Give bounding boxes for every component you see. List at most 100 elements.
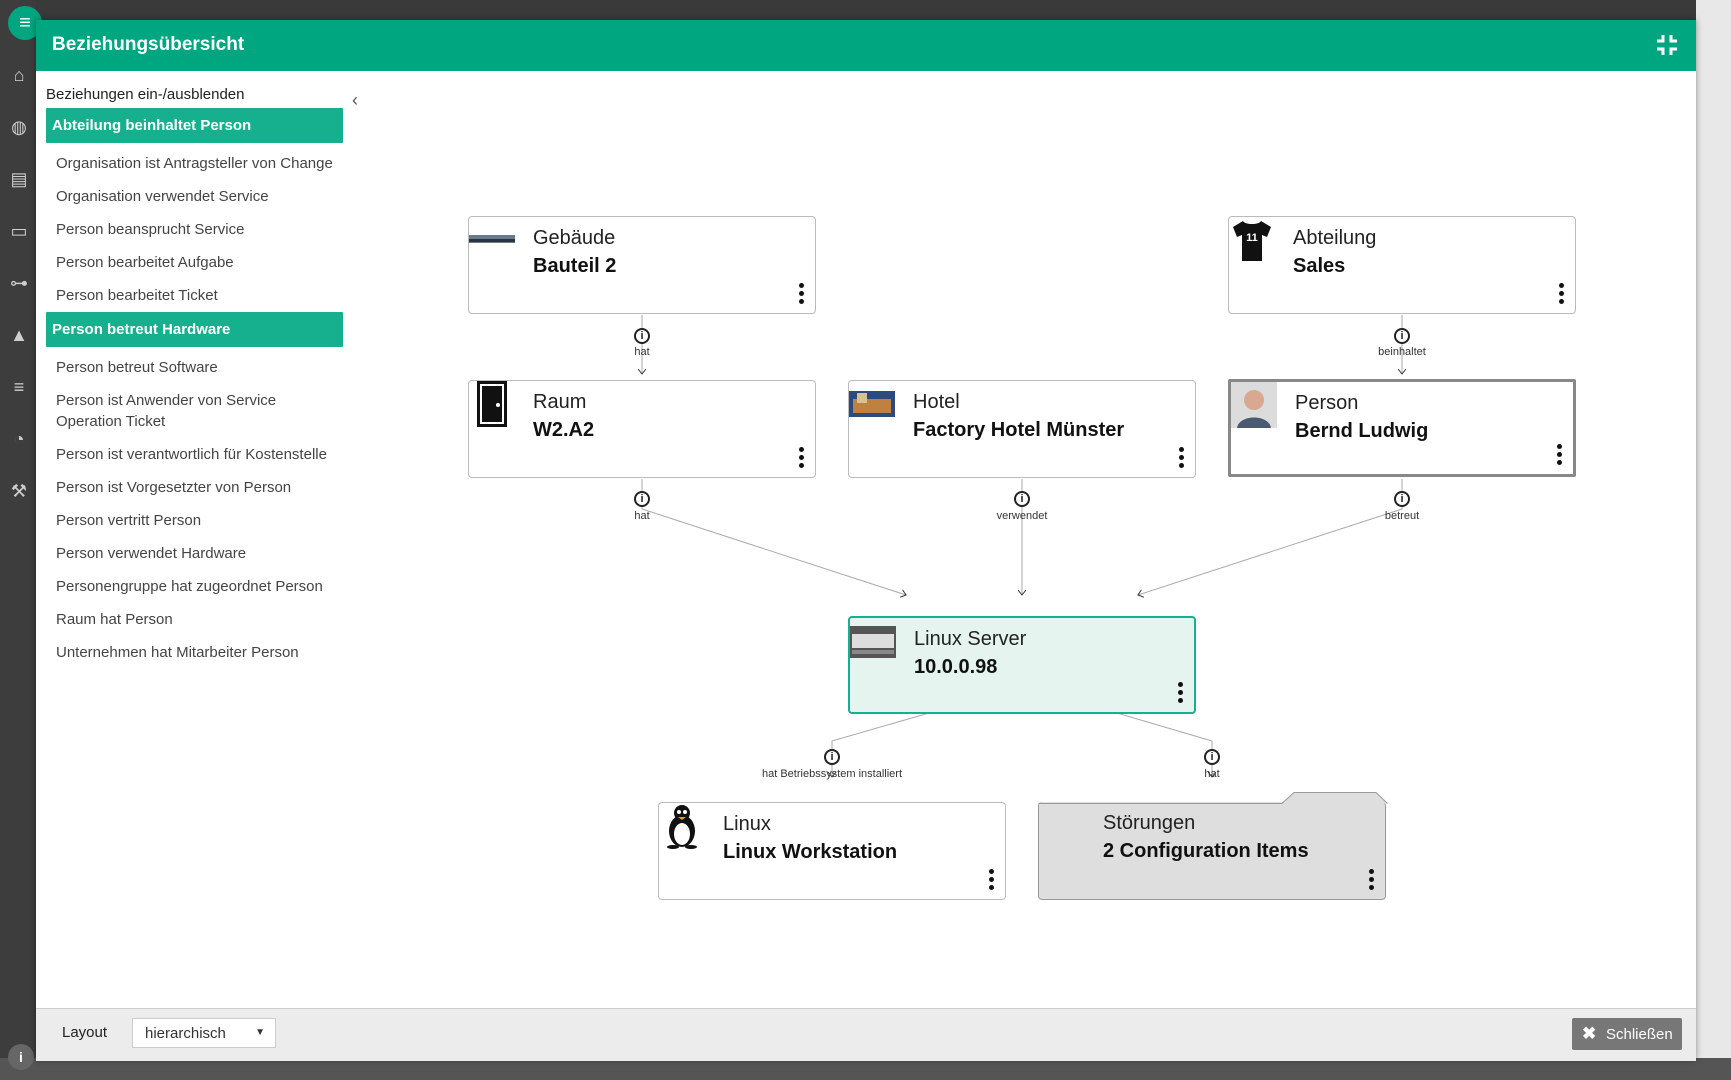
node-raum[interactable]: Raum W2.A2 bbox=[468, 380, 816, 478]
app-topbar bbox=[0, 0, 1731, 22]
relation-item[interactable]: Unternehmen hat Mitarbeiter Person bbox=[56, 644, 299, 661]
relation-item[interactable]: Person betreut Software bbox=[56, 359, 218, 376]
node-type: Raum bbox=[533, 391, 587, 413]
node-type: Hotel bbox=[913, 391, 960, 413]
layout-select[interactable]: hierarchisch ▼ bbox=[132, 1018, 276, 1048]
more-vertical-icon[interactable] bbox=[797, 281, 805, 307]
more-vertical-icon[interactable] bbox=[1176, 680, 1184, 706]
dialog-title: Beziehungsübersicht bbox=[52, 34, 245, 55]
relations-heading: Beziehungen ein-/ausblenden bbox=[46, 86, 245, 103]
app-background-right bbox=[1696, 0, 1731, 1080]
door-icon bbox=[477, 381, 507, 427]
relationship-graph: i hat i beinhaltet i hat i verwendet i b… bbox=[36, 71, 1696, 1006]
node-type: Störungen bbox=[1103, 812, 1196, 834]
node-type: Gebäude bbox=[533, 227, 616, 249]
info-icon[interactable]: i bbox=[8, 1044, 34, 1070]
layout-select-value: hierarchisch bbox=[145, 1025, 226, 1042]
info-icon[interactable]: i bbox=[1394, 328, 1410, 344]
edge-label: beinhaltet bbox=[1378, 346, 1426, 358]
node-name: Linux Workstation bbox=[723, 841, 898, 863]
node-name: 10.0.0.98 bbox=[914, 656, 998, 678]
edge-label: hat bbox=[634, 346, 650, 358]
app-sidebar: ⌂ ◍ ▤ ▭ ⊶ ▲ ≡ ◔ ⚒ bbox=[0, 0, 36, 1080]
relation-item[interactable]: Organisation verwendet Service bbox=[56, 188, 269, 205]
relation-item[interactable]: Organisation ist Antragsteller von Chang… bbox=[56, 155, 333, 172]
relation-item[interactable]: Person ist Anwender von Service Operatio… bbox=[56, 392, 277, 430]
info-icon[interactable]: i bbox=[1014, 491, 1030, 507]
node-linux[interactable]: Linux Linux Workstation bbox=[658, 802, 1006, 900]
relation-item[interactable]: Person beansprucht Service bbox=[56, 221, 245, 238]
home-icon[interactable]: ⌂ bbox=[13, 65, 25, 85]
relation-item[interactable]: Person bearbeitet Ticket bbox=[56, 287, 218, 304]
node-name: 2 Configuration Items bbox=[1103, 840, 1309, 862]
edge-label: hat Betriebssystem installiert bbox=[762, 768, 902, 780]
node-type: Linux bbox=[723, 813, 771, 835]
node-gebaeude[interactable]: Gebäude Bauteil 2 bbox=[468, 216, 816, 314]
node-person[interactable]: Person Bernd Ludwig bbox=[1228, 379, 1576, 477]
more-vertical-icon[interactable] bbox=[797, 445, 805, 471]
relation-item[interactable]: Person ist Vorgesetzter von Person bbox=[56, 479, 292, 496]
tshirt-icon: 11 bbox=[1233, 221, 1271, 261]
close-button[interactable]: ✖ Schließen bbox=[1572, 1018, 1682, 1050]
node-stoerungen-group[interactable]: Störungen 2 Configuration Items bbox=[1038, 792, 1388, 900]
more-vertical-icon[interactable] bbox=[1555, 442, 1563, 468]
relation-item[interactable]: Personengruppe hat zugeordnet Person bbox=[56, 578, 323, 595]
info-icon[interactable]: i bbox=[1394, 491, 1410, 507]
server-photo-icon bbox=[850, 626, 896, 658]
graduation-icon[interactable]: ▲ bbox=[10, 325, 28, 345]
info-icon[interactable]: i bbox=[634, 491, 650, 507]
edge-label: verwendet bbox=[996, 510, 1048, 522]
info-icon[interactable]: i bbox=[634, 328, 650, 344]
close-button-label: Schließen bbox=[1606, 1026, 1673, 1043]
wrench-icon[interactable]: ⚒ bbox=[10, 481, 28, 501]
close-icon: ✖ bbox=[1582, 1024, 1597, 1043]
relation-item[interactable]: Person ist verantwortlich für Kostenstel… bbox=[56, 446, 327, 463]
chart-pie-icon[interactable]: ◔ bbox=[13, 429, 25, 449]
more-vertical-icon[interactable] bbox=[1367, 867, 1375, 893]
building-photo-icon bbox=[469, 235, 515, 243]
compress-icon[interactable] bbox=[1656, 34, 1678, 56]
node-name: W2.A2 bbox=[533, 419, 595, 441]
hotel-photo-icon bbox=[849, 391, 895, 417]
node-type: Person bbox=[1295, 392, 1359, 414]
more-vertical-icon[interactable] bbox=[987, 867, 995, 893]
globe-icon[interactable]: ◍ bbox=[11, 117, 27, 137]
app-bottombar bbox=[0, 1058, 1731, 1080]
sitemap-icon[interactable]: ⊶ bbox=[10, 273, 28, 293]
relation-item[interactable]: Raum hat Person bbox=[56, 611, 173, 628]
edge-raum-server bbox=[641, 479, 906, 595]
node-abteilung[interactable]: 11 Abteilung Sales bbox=[1228, 216, 1576, 314]
tux-penguin-icon bbox=[667, 805, 697, 849]
relation-item[interactable]: Person betreut Hardware bbox=[46, 312, 343, 347]
node-type: Linux Server bbox=[914, 628, 1027, 650]
edge-label: hat bbox=[634, 510, 650, 522]
node-name: Sales bbox=[1293, 255, 1346, 277]
info-icon[interactable]: i bbox=[1204, 749, 1220, 765]
edge-server-linux bbox=[832, 703, 937, 777]
node-type: Abteilung bbox=[1293, 227, 1377, 249]
relation-item[interactable]: Person vertritt Person bbox=[56, 512, 202, 529]
info-icon[interactable]: i bbox=[824, 749, 840, 765]
more-vertical-icon[interactable] bbox=[1177, 445, 1185, 471]
edge-label: hat bbox=[1204, 768, 1220, 780]
edge-label: betreut bbox=[1384, 510, 1420, 522]
ticket-icon[interactable]: ▭ bbox=[10, 221, 28, 241]
database-icon[interactable]: ≡ bbox=[13, 377, 25, 397]
chevron-left-icon[interactable]: ‹ bbox=[352, 90, 358, 110]
dialog-footer: Layout hierarchisch ▼ ✖ Schließen bbox=[36, 1008, 1696, 1061]
dialog-header: Beziehungsübersicht bbox=[36, 20, 1696, 71]
relation-item[interactable]: Abteilung beinhaltet Person bbox=[46, 108, 343, 143]
node-hotel[interactable]: Hotel Factory Hotel Münster bbox=[848, 380, 1196, 478]
book-icon[interactable]: ▤ bbox=[10, 169, 28, 189]
relationship-dialog: Beziehungsübersicht Beziehungen ein-/aus… bbox=[36, 20, 1696, 1061]
node-linux-server[interactable]: Linux Server 10.0.0.98 bbox=[848, 616, 1196, 714]
node-name: Bernd Ludwig bbox=[1295, 420, 1429, 442]
caret-down-icon: ▼ bbox=[255, 1027, 265, 1038]
more-vertical-icon[interactable] bbox=[1557, 281, 1565, 307]
svg-text:11: 11 bbox=[1246, 232, 1258, 244]
relation-item[interactable]: Person verwendet Hardware bbox=[56, 545, 247, 562]
relation-item[interactable]: Person bearbeitet Aufgabe bbox=[56, 254, 234, 271]
node-name: Factory Hotel Münster bbox=[913, 419, 1125, 441]
node-name: Bauteil 2 bbox=[533, 255, 617, 277]
